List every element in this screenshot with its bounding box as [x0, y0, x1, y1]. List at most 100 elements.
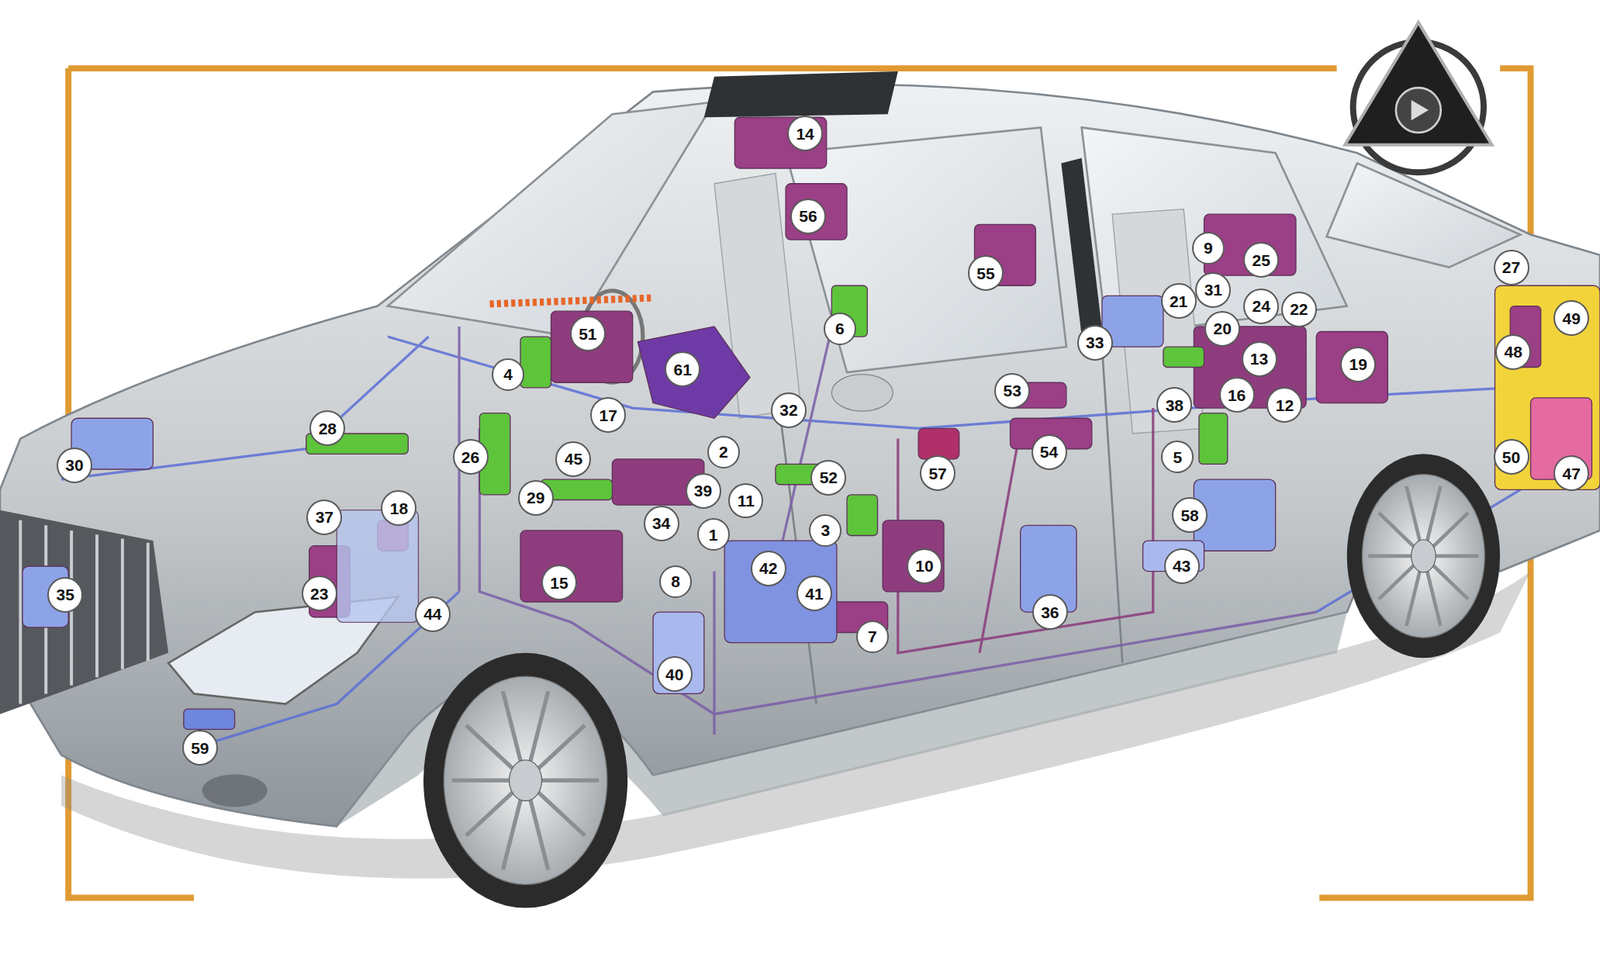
callout-number: 38: [1156, 387, 1193, 423]
callout-number: 4: [491, 358, 525, 391]
callout-number: 56: [790, 198, 826, 235]
callout-number: 37: [306, 499, 343, 536]
car-front: [0, 510, 169, 715]
car-windows: [785, 127, 1067, 373]
brand-logo: [1411, 100, 1429, 121]
brand-logo: [1344, 22, 1492, 146]
callout-number: 6: [823, 312, 857, 346]
callout-number: 2: [707, 435, 740, 469]
callout-number: 58: [1171, 497, 1208, 533]
callout-number: 54: [1031, 434, 1068, 470]
callout-number: 42: [750, 550, 787, 587]
callout-number: 13: [1241, 341, 1278, 377]
control-modules: [22, 117, 1600, 730]
callout-number: 30: [56, 447, 93, 484]
callout-number: 33: [1077, 324, 1113, 361]
callout-number: 29: [518, 480, 554, 516]
callout-number: 16: [1219, 376, 1255, 413]
callout-number: 23: [301, 575, 338, 612]
callout-number: 1: [697, 518, 730, 551]
car-interior: [490, 297, 654, 305]
car-interior: [490, 173, 1205, 434]
callout-number: 55: [967, 255, 1004, 291]
callout-number: 24: [1243, 288, 1279, 325]
control-modules: [785, 183, 847, 240]
car-windows: [1326, 162, 1521, 267]
callout-number: 15: [541, 564, 578, 601]
callout-number: 50: [1493, 438, 1530, 475]
control-modules: [637, 326, 750, 419]
car-front: [20, 520, 148, 705]
front-wheel: [423, 653, 628, 909]
control-modules: [1199, 413, 1228, 465]
callout-number: 11: [728, 483, 764, 519]
car-body: [0, 84, 1600, 827]
car-body: [775, 346, 1123, 704]
callout-number: 48: [1495, 334, 1531, 370]
callout-number: 51: [570, 315, 606, 352]
callout-number: 21: [1161, 283, 1197, 319]
car-body: [0, 84, 1600, 827]
callout-number: 40: [656, 656, 693, 692]
wiring: [61, 336, 429, 480]
callout-number: 59: [182, 729, 218, 766]
car-interior: [831, 374, 893, 412]
front-wheel: [443, 676, 608, 885]
callout-number: 18: [380, 490, 417, 526]
callout-number: 26: [452, 438, 489, 475]
control-modules: [882, 520, 944, 592]
car-windows: [387, 102, 715, 338]
callout-number: 5: [1161, 440, 1194, 474]
control-modules: [653, 611, 705, 694]
control-modules: [520, 530, 623, 602]
callout-number: 35: [47, 577, 83, 613]
callout-number: 47: [1553, 455, 1590, 491]
rear-wheel: [1347, 453, 1500, 658]
callout-number: 31: [1195, 272, 1231, 308]
callout-number: 43: [1164, 548, 1200, 585]
callout-number: 20: [1204, 311, 1241, 347]
control-modules: [550, 311, 633, 383]
callout-number: 22: [1281, 291, 1317, 328]
rear-wheel: [1347, 453, 1500, 658]
control-modules: [724, 540, 837, 643]
wiring: [61, 306, 1521, 746]
callout-number: 34: [643, 505, 680, 542]
callout-number: 14: [787, 115, 823, 152]
wiring: [712, 571, 716, 735]
car-windows: [1060, 158, 1104, 353]
callout-number: 45: [555, 441, 591, 477]
callout-number: 39: [685, 473, 722, 509]
callout-number: 7: [856, 620, 889, 654]
front-wheel: [423, 653, 628, 909]
callout-number: 10: [906, 548, 943, 585]
rear-wheel: [1368, 486, 1479, 626]
callout-number: 9: [1192, 231, 1225, 265]
callout-number: 8: [659, 565, 692, 598]
car-windows: [704, 71, 899, 118]
rear-wheel: [1411, 539, 1437, 573]
callout-number: 25: [1243, 241, 1279, 278]
callout-number: 44: [414, 596, 451, 633]
front-wheel: [509, 760, 543, 802]
control-modules: [336, 510, 419, 623]
control-modules: [846, 494, 878, 536]
brand-logo: [1396, 87, 1442, 133]
callout-number: 41: [796, 575, 833, 612]
callout-number: 3: [808, 514, 842, 547]
control-modules: [183, 708, 235, 730]
callout-number: 27: [1493, 249, 1530, 286]
callout-number: 17: [590, 397, 626, 433]
callout-number: 36: [1032, 594, 1068, 630]
front-wheel: [452, 691, 599, 870]
callout-number: 61: [664, 351, 701, 388]
control-modules: [918, 428, 960, 459]
car-front: [202, 774, 268, 807]
callout-number: 49: [1553, 300, 1590, 336]
callout-number: 32: [770, 392, 807, 429]
wiring: [979, 428, 1021, 653]
callout-number: 12: [1266, 387, 1303, 423]
callout-number: 28: [309, 410, 346, 446]
